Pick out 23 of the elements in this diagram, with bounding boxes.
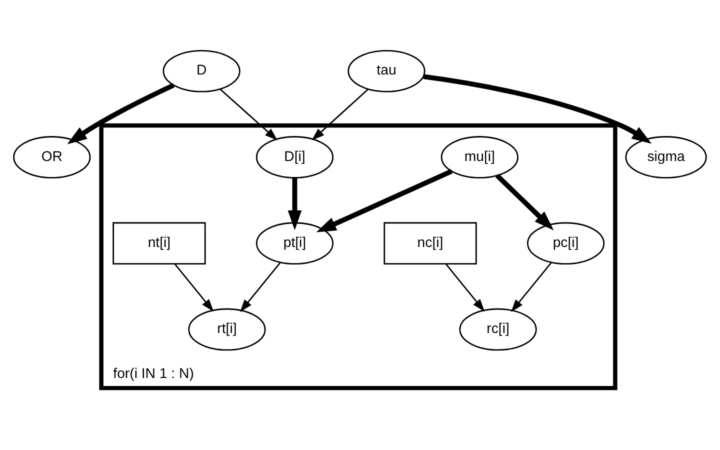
node-box: nc[i] <box>384 222 477 265</box>
node-ellipse: D[i] <box>256 136 334 178</box>
node-ellipse: pc[i] <box>526 222 605 265</box>
arrow <box>220 88 278 140</box>
arrow <box>511 262 552 312</box>
node-ellipse: rt[i] <box>188 308 266 351</box>
arrow <box>312 88 368 140</box>
arrow <box>423 74 652 144</box>
node-ellipse: OR <box>13 136 91 178</box>
node-ellipse: sigma <box>625 136 707 178</box>
node-ellipse: pt[i] <box>256 222 334 265</box>
node-ellipse: D <box>162 50 240 92</box>
arrow <box>445 264 485 312</box>
arrow <box>288 178 302 230</box>
node-ellipse: tau <box>348 50 426 92</box>
arrow <box>67 82 175 144</box>
node-ellipse: mu[i] <box>440 136 518 178</box>
arrow <box>174 264 214 312</box>
arrow <box>316 169 453 232</box>
node-ellipse: rc[i] <box>459 308 537 351</box>
arrow <box>240 262 281 312</box>
node-box: nt[i] <box>112 222 206 265</box>
arrow <box>495 174 554 230</box>
